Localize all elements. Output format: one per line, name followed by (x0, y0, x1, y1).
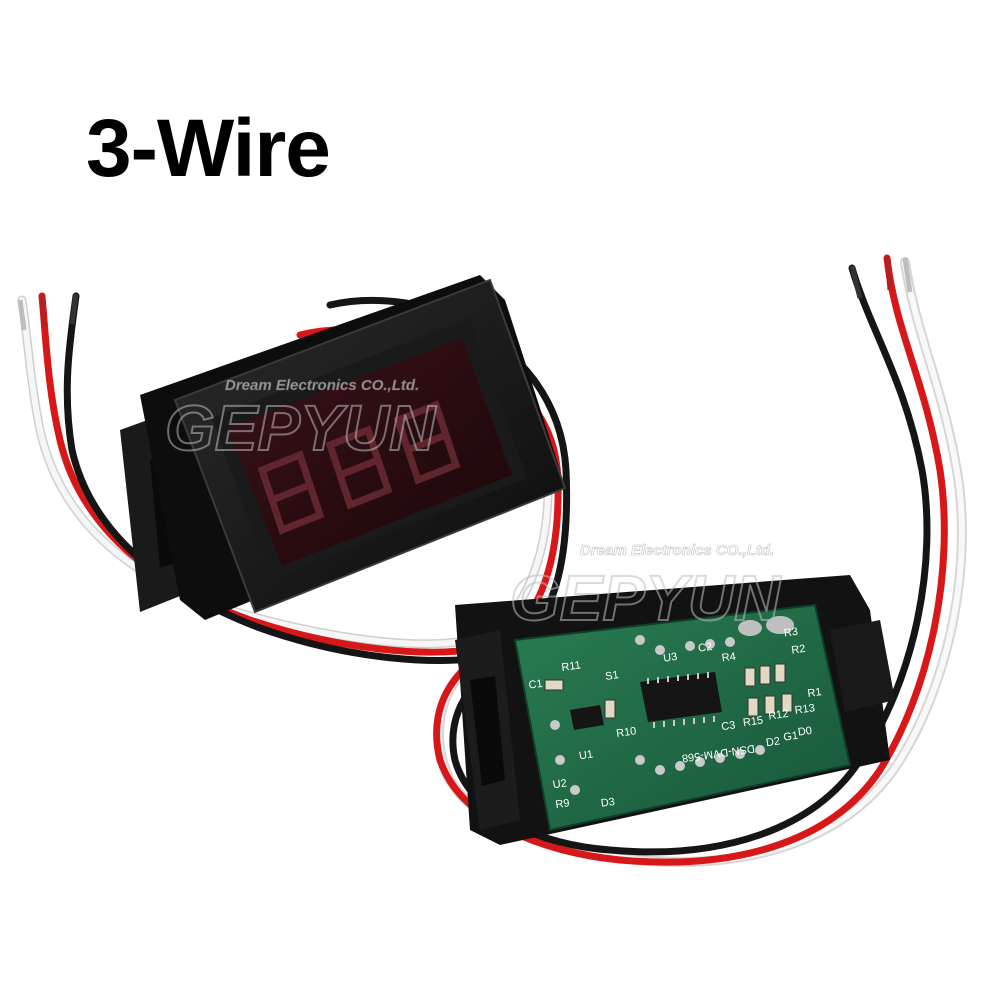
pcb-label: R10 (615, 725, 637, 740)
watermark-bottom: Dream Electronics CO.,Ltd. GEPYUN (509, 542, 783, 635)
front-display-module (120, 275, 567, 620)
pcb-label: D3 (600, 796, 616, 810)
pcb-label: C2 (697, 641, 713, 655)
pcb-label: C1 (528, 678, 544, 692)
pcb-label: R4 (721, 651, 737, 665)
pcb-label: R2 (791, 643, 807, 657)
pcb-label: S1 (604, 669, 619, 683)
watermark-company: Dream Electronics CO.,Ltd. (580, 542, 774, 559)
pcb-label: G1 (783, 730, 799, 744)
pcb-label: U2 (552, 777, 568, 791)
pcb-label: D2 (765, 735, 781, 749)
pcb-label: D0 (797, 725, 813, 739)
watermark-brand: GEPYUN (165, 392, 437, 464)
pcb-label: R12 (768, 708, 790, 723)
pcb-label: R13 (794, 702, 816, 717)
pcb-label: R15 (742, 715, 764, 730)
watermark-top: Dream Electronics CO.,Ltd. GEPYUN (164, 377, 438, 465)
pcb-label: R9 (555, 797, 571, 811)
pcb-label: C3 (721, 719, 737, 733)
pcb-label: U1 (578, 749, 594, 763)
pcb-label: R3 (783, 626, 799, 640)
pcb-label: R11 (561, 659, 582, 674)
headline: 3-Wire (86, 103, 331, 194)
back-pcb-module (455, 575, 895, 845)
watermark-company: Dream Electronics CO.,Ltd. (225, 377, 419, 394)
pcb-label: R1 (807, 686, 823, 700)
watermark-brand: GEPYUN (510, 562, 782, 634)
pcb-label: U3 (662, 651, 678, 665)
